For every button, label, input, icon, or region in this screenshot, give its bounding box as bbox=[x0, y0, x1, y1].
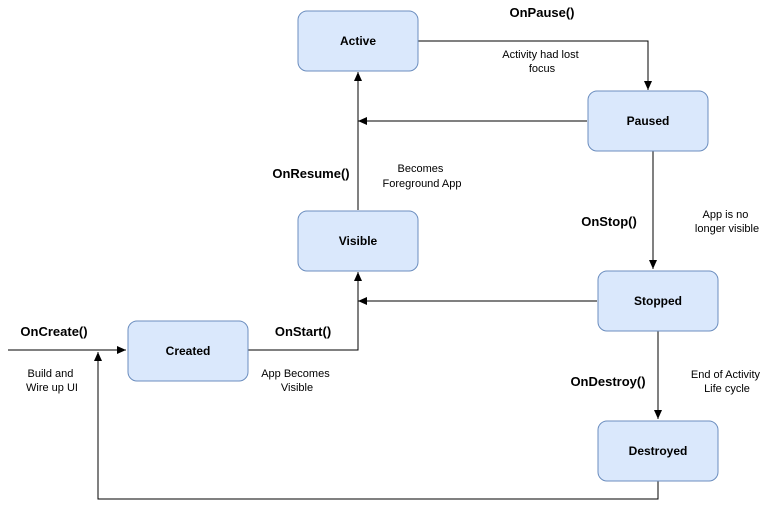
note-app-visible: App Becomes Visible bbox=[261, 368, 333, 394]
note-build-ui-line-2: Wire up UI bbox=[26, 382, 78, 394]
note-lost-focus-line-2: focus bbox=[529, 63, 556, 75]
note-end-lifecycle-line-1: End of Activity bbox=[691, 369, 761, 381]
note-foreground-line-2: Foreground App bbox=[383, 178, 462, 190]
node-visible-label: Visible bbox=[339, 234, 378, 248]
note-no-longer-visible-line-2: longer visible bbox=[695, 223, 759, 235]
note-build-ui: Build and Wire up UI bbox=[26, 368, 78, 394]
node-stopped: Stopped bbox=[597, 270, 719, 332]
method-on-stop: OnStop() bbox=[581, 214, 637, 229]
method-on-create: OnCreate() bbox=[20, 324, 87, 339]
node-created: Created bbox=[127, 320, 249, 382]
note-build-ui-line-1: Build and bbox=[28, 368, 74, 380]
method-on-start: OnStart() bbox=[275, 324, 331, 339]
method-on-pause: OnPause() bbox=[509, 5, 574, 20]
edge-created-to-visible bbox=[248, 272, 362, 351]
note-foreground: Becomes Foreground App bbox=[383, 163, 462, 190]
note-end-lifecycle-line-2: Life cycle bbox=[704, 383, 750, 395]
node-created-label: Created bbox=[166, 344, 211, 358]
node-visible: Visible bbox=[297, 210, 419, 272]
node-paused: Paused bbox=[587, 90, 709, 152]
node-destroyed: Destroyed bbox=[597, 420, 719, 482]
method-on-resume: OnResume() bbox=[272, 166, 349, 181]
node-active-label: Active bbox=[340, 34, 376, 48]
node-paused-label: Paused bbox=[627, 114, 670, 128]
note-app-visible-line-1: App Becomes bbox=[261, 368, 330, 380]
note-lost-focus-line-1: Activity had lost bbox=[502, 49, 578, 61]
edge-active-to-paused bbox=[418, 40, 652, 90]
note-lost-focus: Activity had lost focus bbox=[502, 49, 581, 75]
node-destroyed-label: Destroyed bbox=[629, 444, 688, 458]
note-no-longer-visible: App is no longer visible bbox=[695, 209, 759, 235]
note-foreground-line-1: Becomes bbox=[398, 163, 444, 175]
method-on-destroy: OnDestroy() bbox=[570, 374, 645, 389]
edge-destroyed-loop-to-created bbox=[94, 352, 659, 500]
node-active: Active bbox=[297, 10, 419, 72]
note-end-lifecycle: End of Activity Life cycle bbox=[691, 369, 763, 395]
node-stopped-label: Stopped bbox=[634, 294, 682, 308]
note-app-visible-line-2: Visible bbox=[281, 382, 313, 394]
note-no-longer-visible-line-1: App is no bbox=[703, 209, 749, 221]
